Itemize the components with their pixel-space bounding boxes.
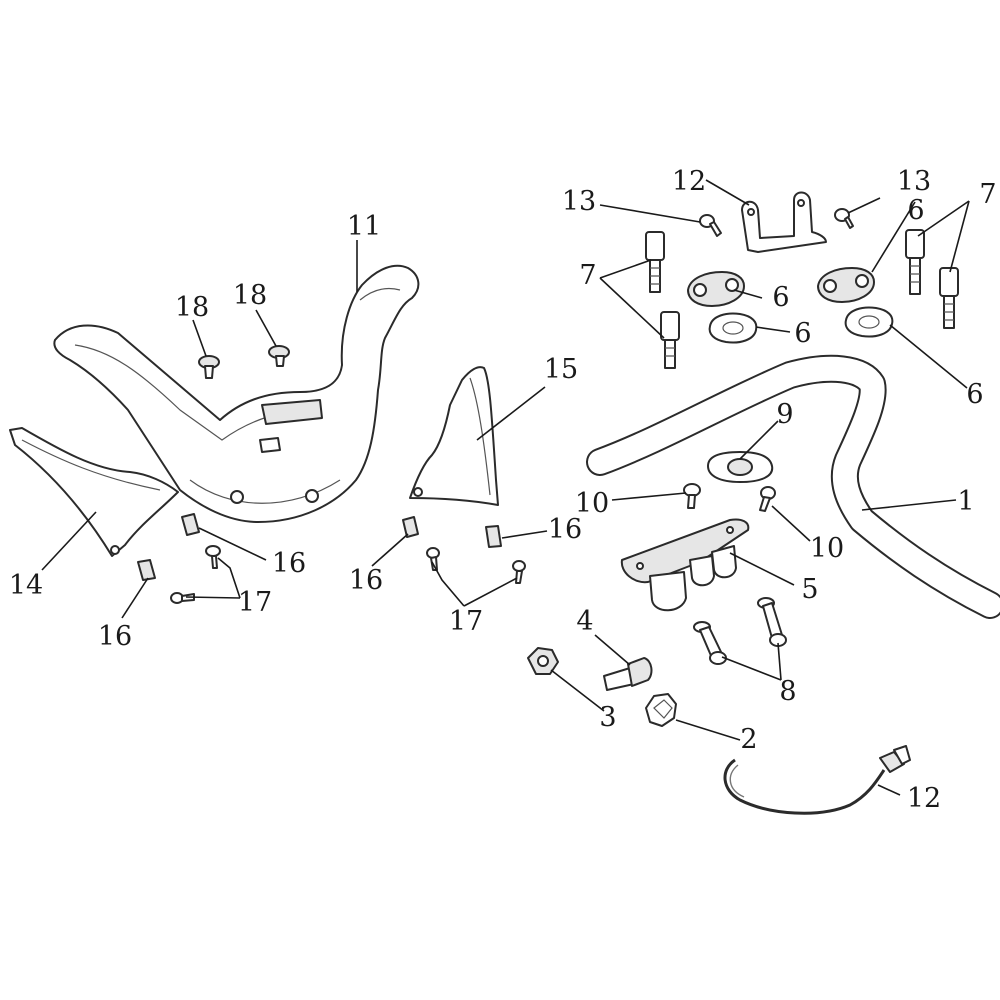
callout-11: 11 — [347, 211, 381, 242]
part-9-plate — [707, 451, 774, 483]
callout-12-harness: 12 — [907, 783, 941, 814]
callout-15: 15 — [544, 354, 578, 385]
part-5-handlebar-holder — [620, 518, 750, 612]
part-6-lower-clamp-left — [708, 312, 758, 344]
part-15-right-lower-cover — [409, 366, 499, 506]
part-7-bolt-a — [645, 231, 665, 293]
part-8-bolt-left — [693, 621, 727, 665]
callout-3: 3 — [599, 702, 616, 733]
part-14-left-lower-cover — [9, 427, 179, 557]
callout-9: 9 — [776, 399, 793, 430]
callout-4: 4 — [576, 606, 593, 637]
part-10-screw-right — [759, 486, 776, 512]
part-11-handlebar-cover — [53, 264, 420, 523]
part-17-screw-b — [170, 592, 195, 604]
callout-7-right: 7 — [979, 179, 996, 210]
part-18-clip-left — [198, 355, 220, 379]
part-8-bolt-right — [757, 597, 787, 647]
callout-labels: 11 18 18 15 14 16 16 17 16 16 17 13 12 1… — [9, 166, 997, 814]
callout-6-lower-right: 6 — [966, 379, 983, 410]
callout-10-left: 10 — [575, 488, 609, 519]
callout-16-b: 16 — [98, 621, 132, 652]
callout-12-bracket: 12 — [672, 166, 706, 197]
callout-13-left: 13 — [562, 186, 596, 217]
part-13-screw-left — [699, 214, 722, 237]
callout-2: 2 — [740, 724, 757, 755]
callout-17-a: 17 — [238, 587, 272, 618]
callout-6-upper-left: 6 — [772, 282, 789, 313]
part-6-upper-clamp-left — [687, 271, 745, 307]
part-3-nut — [527, 647, 559, 675]
part-13-screw-right — [834, 208, 854, 229]
part-7-bolt-b — [660, 311, 680, 369]
callout-10-right: 10 — [810, 533, 844, 564]
part-17-screw-d — [512, 560, 526, 584]
part-12-bracket — [741, 191, 827, 253]
part-6-upper-clamp-right — [817, 267, 875, 303]
callout-8: 8 — [779, 676, 796, 707]
callout-16-a: 16 — [272, 548, 306, 579]
part-4-bolt — [603, 657, 653, 691]
part-17-screw-a — [205, 545, 221, 569]
part-6-lower-clamp-right — [844, 306, 894, 338]
callout-14: 14 — [9, 570, 43, 601]
callout-5: 5 — [801, 574, 818, 605]
part-16-clip-c — [402, 516, 419, 538]
part-7-bolt-d — [939, 267, 959, 329]
leader-lines — [41, 179, 970, 796]
callout-16-d: 16 — [548, 514, 582, 545]
part-16-clip-a — [181, 513, 200, 536]
callout-6-lower-left: 6 — [794, 318, 811, 349]
part-17-screw-c — [426, 547, 440, 571]
callout-17-b: 17 — [449, 606, 483, 637]
part-2-nut — [645, 693, 677, 727]
part-16-clip-d — [485, 525, 502, 548]
part-1-handlebar — [586, 354, 1000, 619]
callout-13-right: 13 — [897, 166, 931, 197]
callout-6-top: 6 — [907, 195, 924, 226]
callout-18-left: 18 — [175, 292, 209, 323]
part-10-screw-left — [683, 483, 701, 509]
callout-7-left: 7 — [579, 260, 596, 291]
callout-16-c: 16 — [349, 565, 383, 596]
part-7-bolt-c — [905, 229, 925, 295]
part-18-clip-right — [268, 345, 290, 367]
part-16-clip-b — [137, 559, 156, 581]
callout-1: 1 — [957, 486, 974, 517]
part-12-wire-harness — [723, 745, 911, 815]
callout-18-right: 18 — [233, 280, 267, 311]
